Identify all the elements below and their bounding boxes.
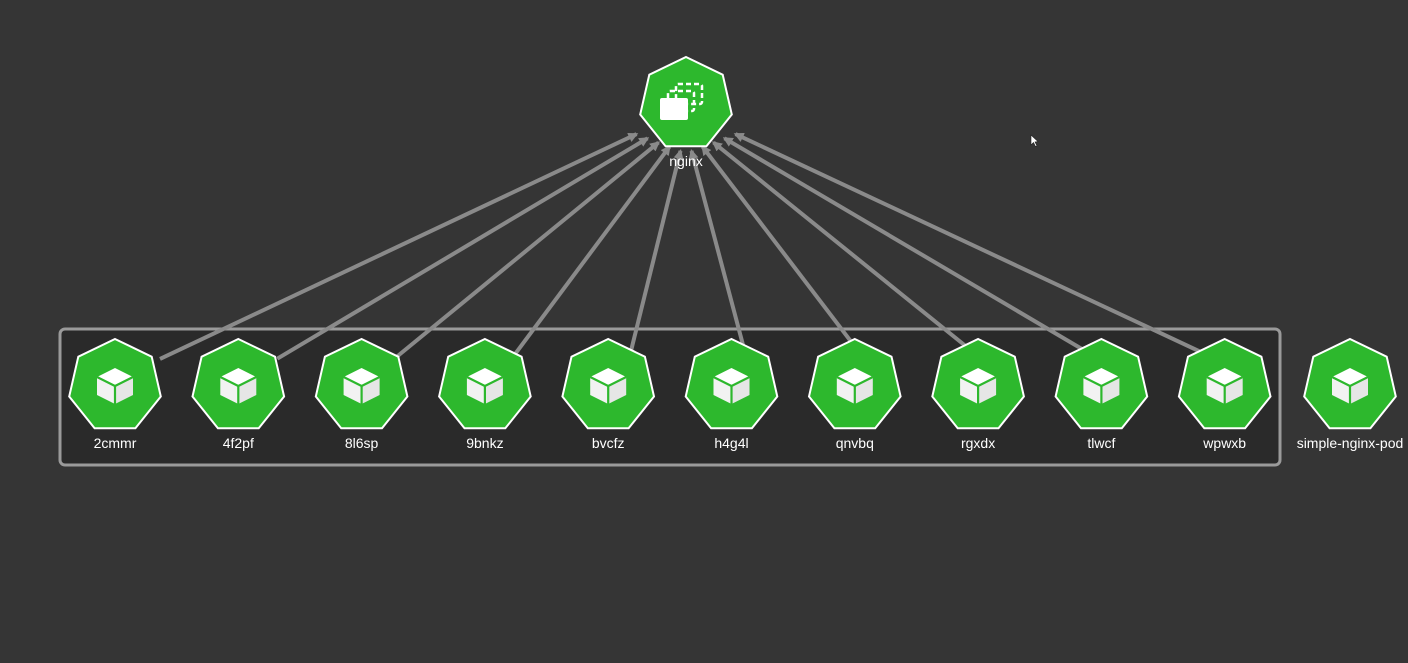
pod-node-h4g4l-label: h4g4l [714, 435, 748, 451]
pod-cube-icon [219, 368, 257, 404]
edge-4f2pf-to-nginx [276, 136, 650, 361]
pod-node-qnvbq-label: qnvbq [836, 435, 874, 451]
pod-cube-icon [96, 368, 134, 404]
pod-node-8l6sp-label: 8l6sp [345, 435, 379, 451]
deployment-node-nginx[interactable]: nginx [639, 55, 733, 169]
deployment-icon [660, 82, 704, 120]
pod-node-rgxdx-label: rgxdx [961, 435, 995, 451]
edge-2cmmr-to-nginx [159, 132, 639, 361]
edge-bvcfz-to-nginx [627, 148, 684, 359]
deployment-node-nginx-label: nginx [669, 153, 702, 169]
edge-8l6sp-to-nginx [393, 140, 661, 361]
pod-node-tlwcf-label: tlwcf [1087, 435, 1115, 451]
pod-node-bvcfz-label: bvcfz [592, 435, 625, 451]
pod-cube-icon [836, 368, 874, 404]
pod-cube-icon [343, 368, 381, 404]
pod-cube-icon [1331, 368, 1369, 404]
pod-node-2cmmr-label: 2cmmr [94, 435, 137, 451]
pod-node-4f2pf-label: 4f2pf [223, 435, 254, 451]
edge-rgxdx-to-nginx [711, 140, 983, 361]
pod-node-h4g4l[interactable]: h4g4l [684, 337, 779, 451]
mouse-cursor-icon [1030, 134, 1039, 147]
pod-node-9bnkz[interactable]: 9bnkz [438, 337, 532, 451]
pod-node-2cmmr[interactable]: 2cmmr [68, 337, 162, 451]
pod-node-wpwxb[interactable]: wpwxb [1177, 337, 1272, 451]
edge-9bnkz-to-nginx [510, 145, 672, 360]
pod-cube-icon [959, 368, 997, 404]
pod-cube-icon [589, 368, 627, 404]
pod-node-wpwxb-label: wpwxb [1202, 435, 1246, 451]
pod-cube-icon [466, 368, 504, 404]
pod-node-simple-nginx-pod-label: simple-nginx-pod [1297, 435, 1404, 451]
edge-h4g4l-to-nginx [688, 148, 749, 359]
pod-cube-icon [1082, 368, 1120, 404]
pod-node-rgxdx[interactable]: rgxdx [931, 337, 1025, 451]
edge-tlwcf-to-nginx [722, 136, 1100, 361]
pod-node-8l6sp[interactable]: 8l6sp [314, 337, 409, 451]
nodes-layer: nginx 2cmmr 4f2pf 8l6sp 9bnkz bvcfz h4g4l qnvbq… [68, 55, 1404, 451]
pod-cube-icon [1206, 368, 1244, 404]
pod-node-simple-nginx-pod[interactable]: simple-nginx-pod [1297, 337, 1404, 451]
edge-wpwxb-to-nginx [733, 132, 1217, 361]
edges-layer [159, 132, 1217, 361]
pod-node-qnvbq[interactable]: qnvbq [807, 337, 902, 451]
pod-node-4f2pf[interactable]: 4f2pf [191, 337, 286, 451]
pod-node-bvcfz[interactable]: bvcfz [561, 337, 656, 451]
pod-node-tlwcf[interactable]: tlwcf [1054, 337, 1149, 451]
pod-node-9bnkz-label: 9bnkz [466, 435, 503, 451]
pod-cube-icon [713, 368, 750, 404]
edge-qnvbq-to-nginx [700, 145, 866, 360]
